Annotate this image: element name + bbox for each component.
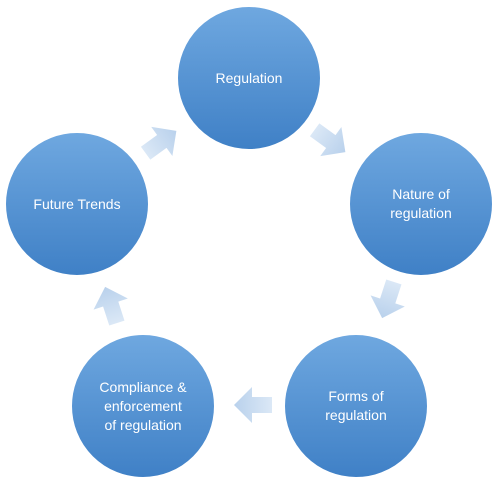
cycle-node-nature-of-regulation <box>348 131 494 277</box>
cycle-node-compliance-enforcement <box>70 333 216 479</box>
cycle-arrow-forms-to-compliance <box>234 387 272 423</box>
cycle-node-forms-of-regulation <box>283 333 429 479</box>
cycle-node-future-trends <box>4 131 150 277</box>
cycle-node-regulation <box>176 5 322 151</box>
cycle-arrow-future-to-regulation <box>140 126 177 160</box>
cycle-arrow-nature-to-forms <box>370 279 405 319</box>
cycle-arrow-compliance-to-future <box>93 286 128 326</box>
cycle-arrow-regulation-to-nature <box>309 123 346 157</box>
